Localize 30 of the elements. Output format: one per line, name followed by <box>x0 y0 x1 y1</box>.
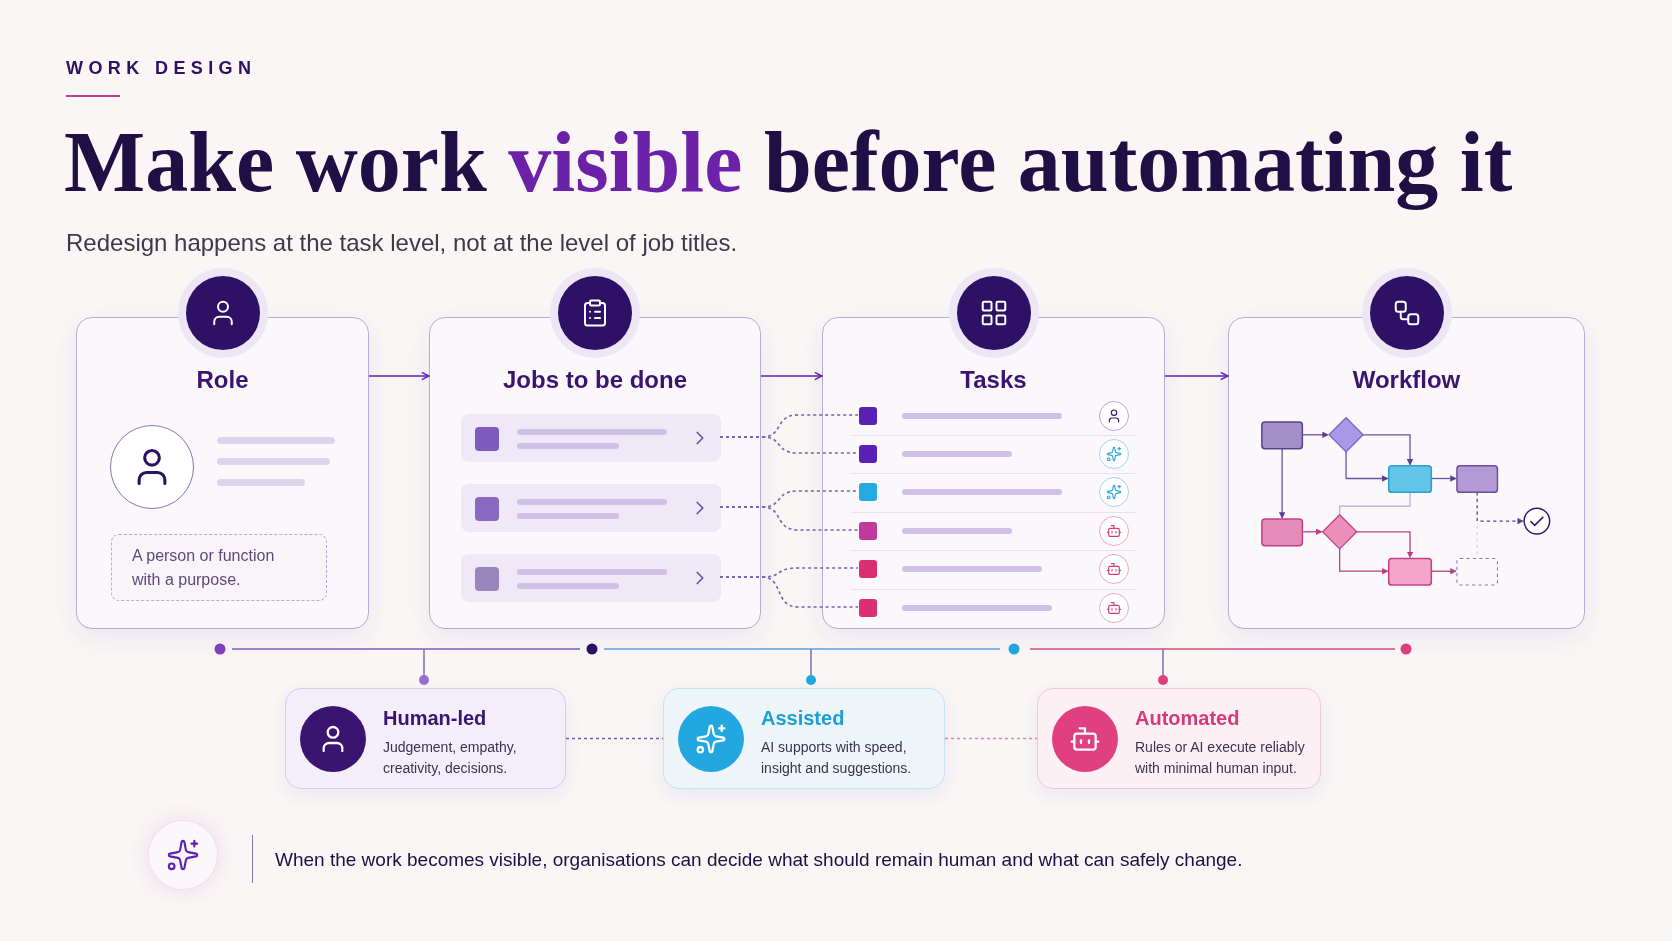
dotted-connector <box>944 737 1038 740</box>
category-description: AI supports with speed, insight and suggestions. <box>761 738 913 778</box>
card-title: Tasks <box>959 365 1028 395</box>
job-row <box>461 414 721 462</box>
description-text: A person or function with a purpose. <box>132 545 276 590</box>
category-title: Assisted <box>761 706 845 731</box>
description-box <box>111 534 327 601</box>
category-description: Judgement, empathy, creativity, decisions. <box>383 738 518 778</box>
card-title: Workflow <box>1351 365 1462 395</box>
arrow <box>1164 371 1229 381</box>
subtitle: Redesign happens at the task level, not at the level of job titles. <box>66 228 738 258</box>
eyebrow-label: WORK DESIGN <box>66 57 257 80</box>
category-description: Rules or AI execute reliably with minimal human input. <box>1135 738 1306 778</box>
category-card <box>663 688 945 789</box>
job-row <box>461 554 721 602</box>
category-card <box>285 688 566 789</box>
title: Make work visible before automating it <box>64 113 1513 212</box>
card-title: Jobs to be done <box>502 365 688 395</box>
dotted-connector <box>719 576 859 608</box>
dotted-connector <box>565 737 664 740</box>
dotted-connector <box>719 436 859 454</box>
card-title: Role <box>195 365 250 395</box>
arrow <box>368 371 430 381</box>
arrow <box>760 371 823 381</box>
category-title: Human-led <box>383 706 487 731</box>
job-row <box>461 484 721 532</box>
dotted-connector <box>719 506 859 531</box>
category-title: Automated <box>1135 706 1240 731</box>
footer-note: When the work becomes visible, organisations can decide what should remain human and what can safely change. <box>275 848 1243 872</box>
category-card <box>1037 688 1321 789</box>
